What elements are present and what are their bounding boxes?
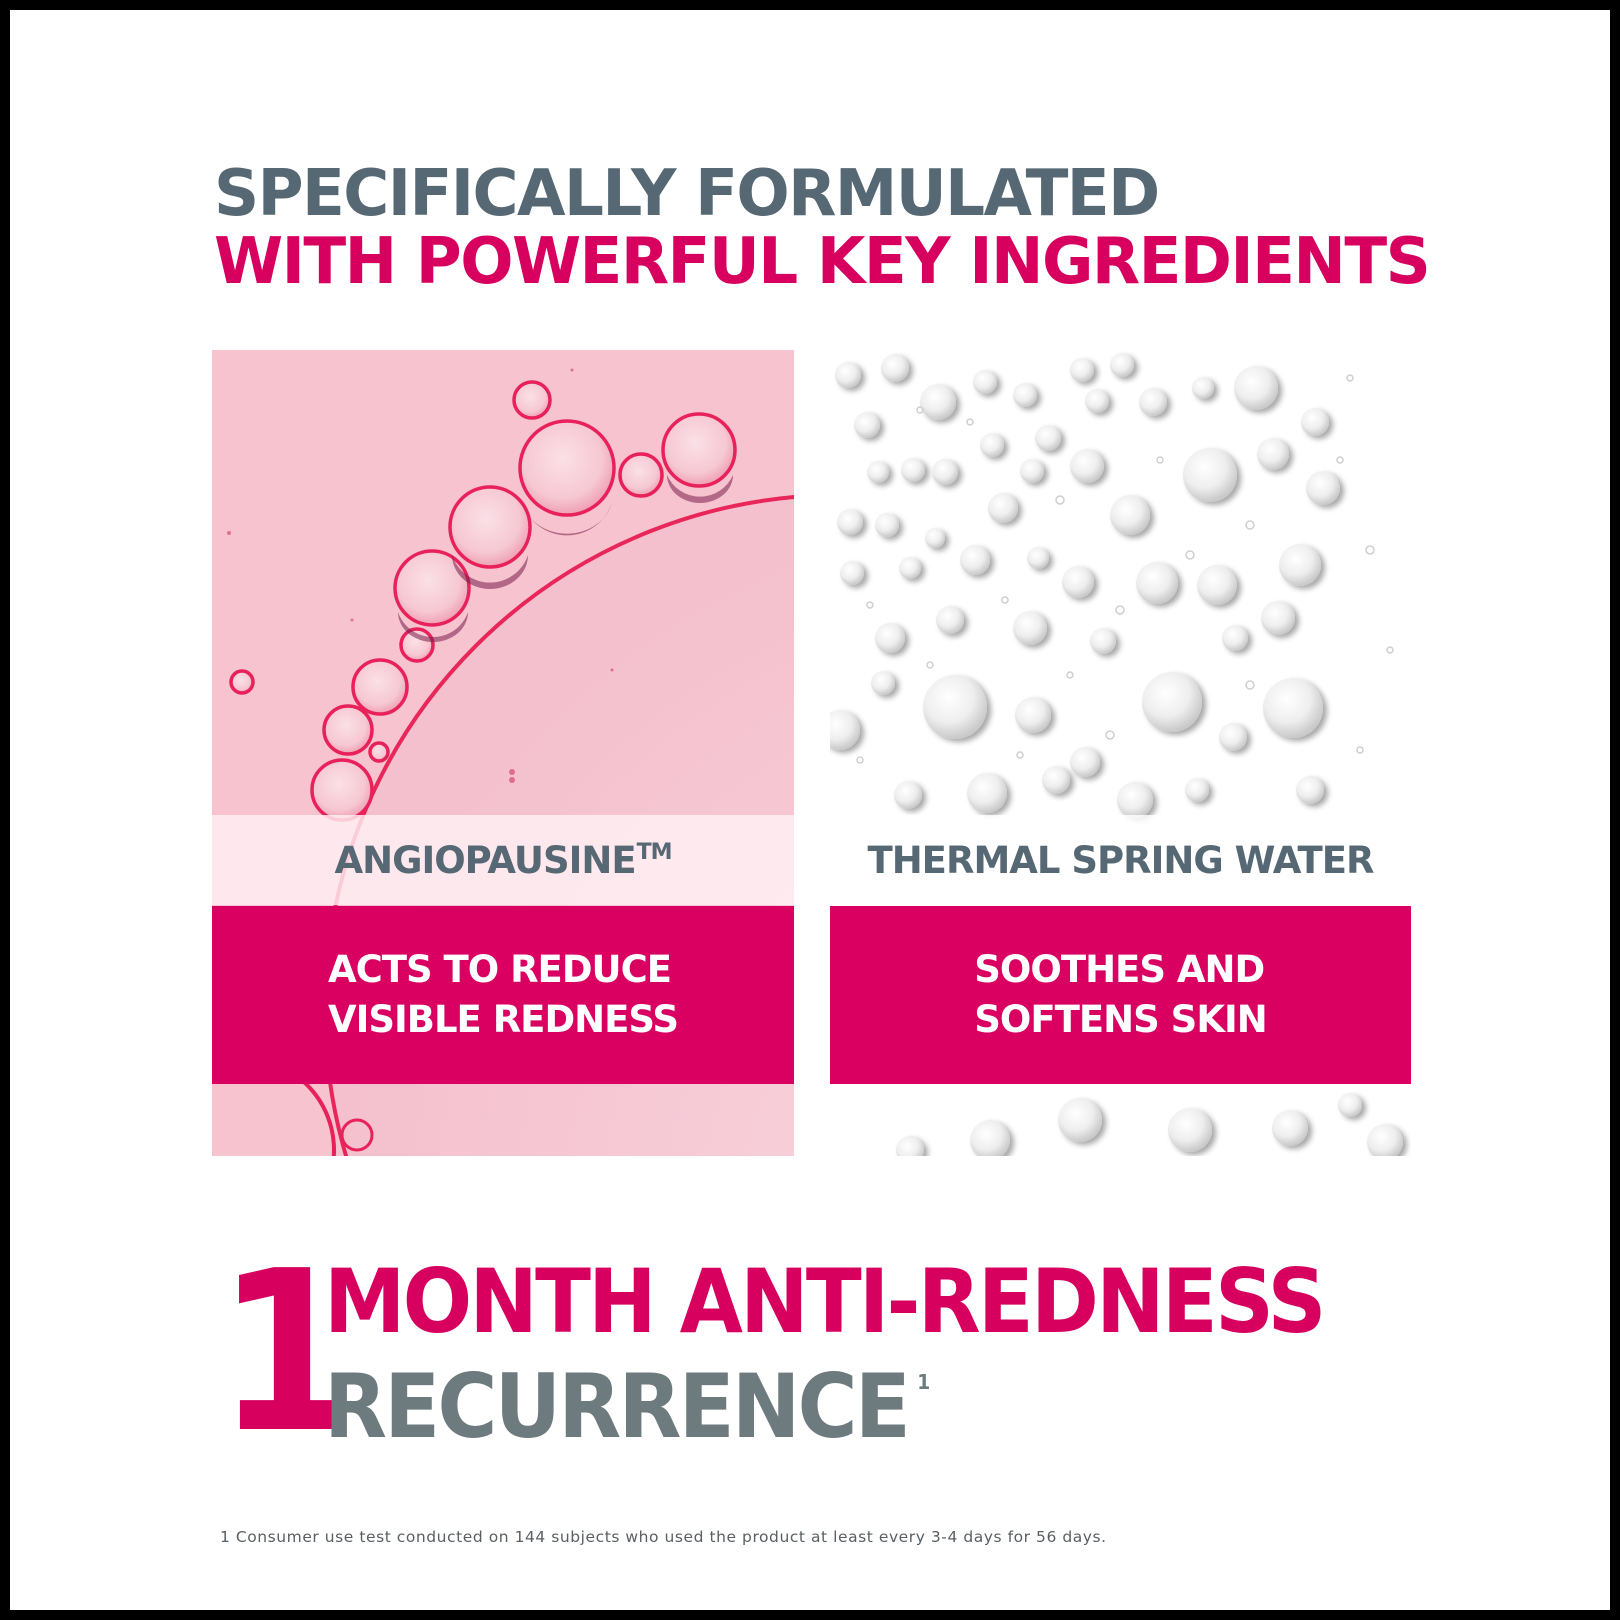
benefit-box: ACTS TO REDUCE VISIBLE REDNESS	[212, 906, 794, 1084]
ingredient-label-band: ANGIOPAUSINETM	[212, 815, 794, 905]
heading-line-2: WITH POWERFUL KEY INGREDIENTS	[214, 225, 1431, 299]
ingredient-name-text: THERMAL SPRING WATER	[867, 838, 1374, 882]
heading-line-1: SPECIFICALLY FORMULATED	[214, 157, 1160, 231]
ingredient-name: THERMAL SPRING WATER	[867, 838, 1374, 882]
claim-line-2-text: RECURRENCE	[324, 1355, 911, 1458]
infographic-canvas: SPECIFICALLY FORMULATED WITH POWERFUL KE…	[10, 10, 1610, 1610]
claim-number: 1	[216, 1224, 358, 1482]
footnote-marker: 1	[917, 1370, 931, 1394]
benefit-line-1: SOOTHES AND	[974, 948, 1265, 991]
ingredient-name: ANGIOPAUSINETM	[334, 838, 673, 882]
benefit-line-2: VISIBLE REDNESS	[327, 998, 679, 1041]
ingredient-name-text: ANGIOPAUSINE	[334, 838, 636, 882]
benefit-box: SOOTHES AND SOFTENS SKIN	[830, 906, 1411, 1084]
claim-line-1: MONTH ANTI-REDNESS	[324, 1250, 1326, 1353]
ingredient-label-band: THERMAL SPRING WATER	[830, 815, 1411, 905]
benefit-text: ACTS TO REDUCE VISIBLE REDNESS	[327, 945, 679, 1045]
benefit-line-1: ACTS TO REDUCE	[327, 948, 672, 991]
page-heading: SPECIFICALLY FORMULATED WITH POWERFUL KE…	[214, 160, 1454, 296]
trademark-symbol: TM	[636, 839, 673, 865]
benefit-line-2: SOFTENS SKIN	[974, 998, 1267, 1041]
ingredient-card-thermal-spring-water: THERMAL SPRING WATER SOOTHES AND SOFTENS…	[830, 350, 1411, 1156]
ingredient-card-angiopausine: ANGIOPAUSINETM ACTS TO REDUCE VISIBLE RE…	[212, 350, 794, 1156]
footnote: 1 Consumer use test conducted on 144 sub…	[220, 1528, 1107, 1546]
benefit-text: SOOTHES AND SOFTENS SKIN	[974, 945, 1267, 1045]
